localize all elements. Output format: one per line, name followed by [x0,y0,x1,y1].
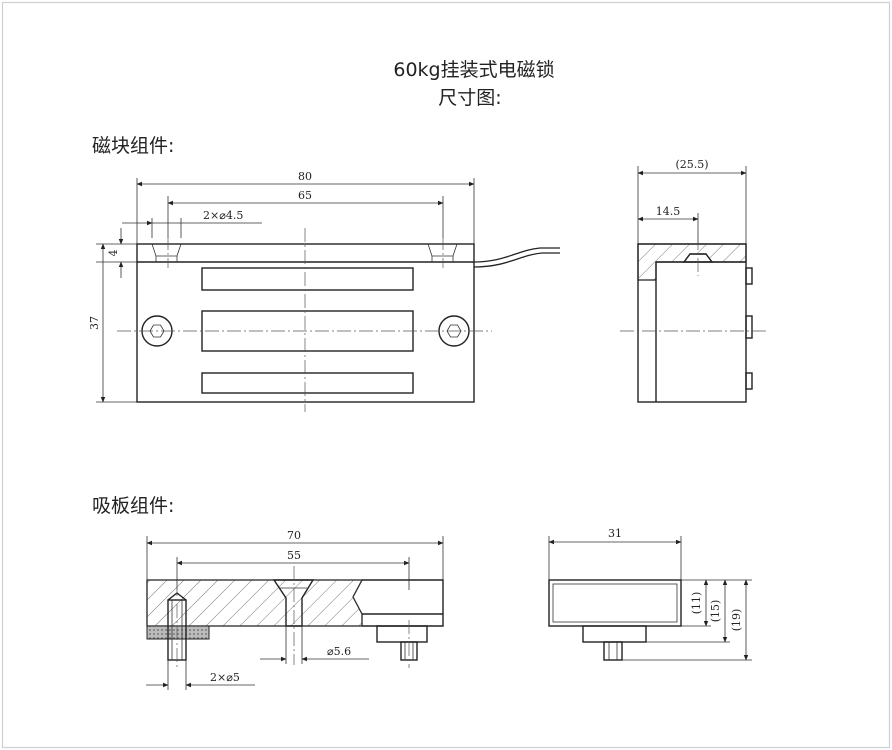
counterbore-left [151,243,182,262]
dim-holes-2x4-5: 2×⌀4.5 [203,209,243,222]
dim-bore-5-6: ⌀5.6 [327,645,351,658]
lead-cable [473,247,560,263]
dim-width-80: 80 [298,170,312,183]
plate-section-heading: 吸板组件: [92,495,174,517]
rubber-pad [146,625,210,640]
magnet-body-outline [136,243,475,403]
plate-side-outline [548,579,682,627]
dim-width-31: 31 [608,527,622,540]
pole-slot-bottom [201,372,414,394]
plate-side-boss [582,625,647,643]
plate-section-hatch [146,579,364,627]
plate-side-stud [603,641,623,661]
magnet-side-view: (25.5) 14.5 [620,158,766,403]
side-bump-middle [745,315,753,339]
magnet-section-heading: 磁块组件: [92,135,174,157]
dim-hole-spacing-65: 65 [298,189,312,202]
magnet-front-view: 80 65 2×⌀4.5 37 4 [88,170,560,412]
side-bump-top [745,267,753,285]
dim-depth-25-5: (25.5) [675,158,708,171]
drawing-title: 60kg挂装式电磁锁 [393,59,554,81]
plate-front-view: 70 55 ⌀5.6 2×⌀5 [146,529,444,690]
counterbore-right [427,243,458,262]
drawing-subtitle: 尺寸图: [438,87,501,109]
dim-height-11: (11) [690,592,703,615]
dim-width-70: 70 [287,529,301,542]
side-bump-bottom [745,372,753,390]
dim-pins-2x5: 2×⌀5 [210,671,240,684]
dim-offset-14-5: 14.5 [656,205,681,218]
dim-hole-spacing-55: 55 [287,549,301,562]
dim-height-15: (15) [709,600,722,623]
pole-slot-top [201,267,414,291]
dim-height-37: 37 [88,316,101,330]
plate-side-view: 31 (11) (15) (19) [548,527,752,661]
right-boss [376,625,428,643]
dim-height-19: (19) [730,609,743,632]
dim-depth-4: 4 [107,250,120,257]
